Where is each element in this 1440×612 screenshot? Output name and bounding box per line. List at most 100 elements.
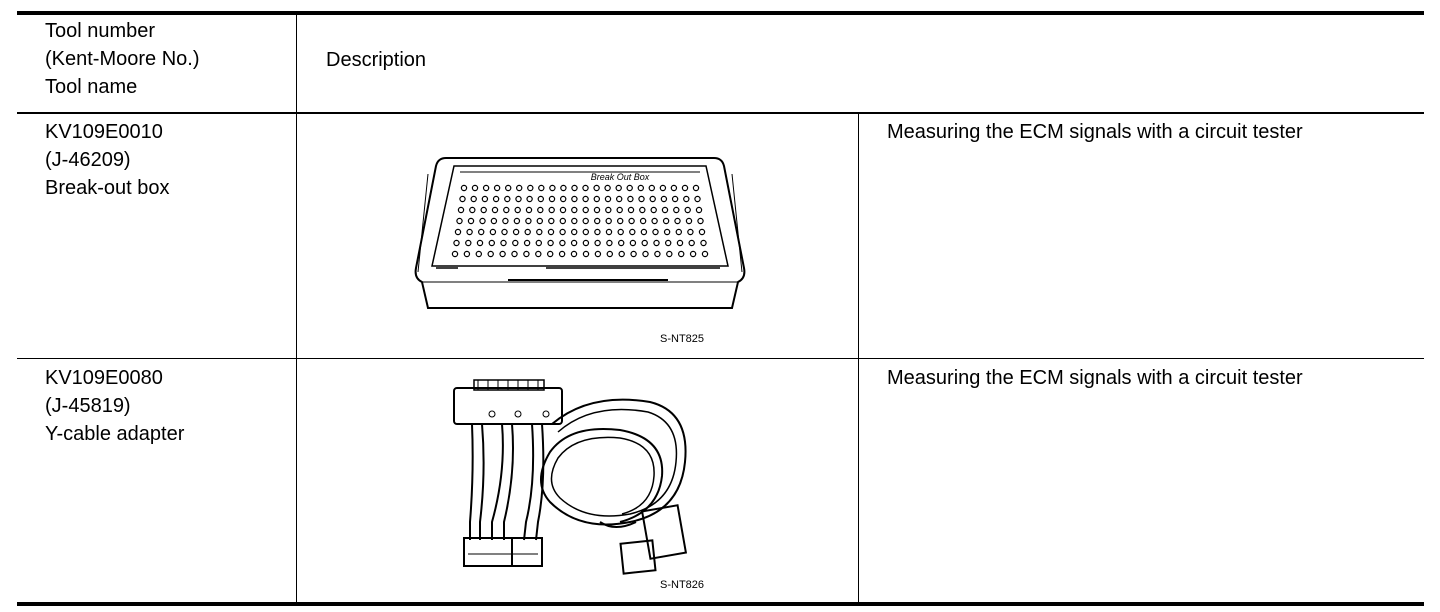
pin-hole xyxy=(570,239,578,247)
pin-hole xyxy=(666,250,673,258)
header-tool-name: Tool name xyxy=(45,76,138,98)
pin-hole xyxy=(559,228,566,236)
row1-figure-code: S-NT825 xyxy=(660,333,705,345)
pin-hole xyxy=(515,195,522,203)
pin-hole xyxy=(604,184,611,192)
pin-hole xyxy=(654,250,661,258)
header-tool-number: Tool number xyxy=(45,20,156,42)
pin-hole xyxy=(582,206,589,214)
pin-hole xyxy=(673,206,680,214)
row2-kent-moore: (J-45819) xyxy=(45,395,131,417)
table-top-border xyxy=(17,11,1424,15)
pin-hole xyxy=(512,239,519,247)
row2-description: Measuring the ECM signals with a circuit… xyxy=(887,367,1303,389)
pin-hole xyxy=(582,195,589,203)
pin-hole xyxy=(617,228,624,236)
pin-hole xyxy=(488,239,496,247)
pin-hole xyxy=(453,239,460,247)
pin-hole xyxy=(627,195,634,203)
pin-hole xyxy=(535,250,542,258)
pin-hole xyxy=(481,195,489,203)
pin-hole xyxy=(650,206,657,214)
pin-hole xyxy=(493,184,501,192)
pin-hole xyxy=(513,217,521,225)
pin-hole xyxy=(477,228,485,236)
pin-hole xyxy=(525,217,532,225)
pin-hole xyxy=(459,195,466,203)
pin-hole xyxy=(629,228,636,236)
pin-hole xyxy=(649,195,656,203)
pin-hole xyxy=(537,206,544,214)
pin-hole xyxy=(487,250,494,258)
pin-hole xyxy=(546,250,554,258)
pin-hole xyxy=(475,250,483,258)
pin-hole xyxy=(692,184,700,192)
pin-hole xyxy=(685,217,693,225)
pin-hole xyxy=(626,184,633,192)
pin-hole xyxy=(570,250,578,258)
pin-hole xyxy=(695,206,703,214)
pin-hole xyxy=(525,206,533,214)
pin-hole xyxy=(582,228,589,236)
pin-hole xyxy=(681,184,689,192)
column-divider-tool xyxy=(296,13,297,603)
pin-hole xyxy=(511,250,518,258)
row-divider xyxy=(17,358,1424,359)
pin-hole xyxy=(492,195,500,203)
pin-hole xyxy=(676,239,684,247)
pin-hole xyxy=(466,228,473,236)
pin-hole xyxy=(504,184,512,192)
pin-hole xyxy=(463,250,471,258)
pin-hole xyxy=(482,184,490,192)
row1-kent-moore: (J-46209) xyxy=(45,149,131,171)
pin-hole xyxy=(637,184,644,192)
pin-hole xyxy=(571,184,578,192)
pin-hole xyxy=(674,217,681,225)
pin-hole xyxy=(535,239,543,247)
pin-hole xyxy=(489,228,497,236)
pin-hole xyxy=(536,228,543,236)
pin-hole xyxy=(524,228,531,236)
pin-hole xyxy=(605,217,612,225)
pin-hole xyxy=(660,195,668,203)
break-out-box-label: Break Out Box xyxy=(591,172,650,182)
pin-hole xyxy=(454,228,462,236)
pin-hole xyxy=(514,206,521,214)
pin-hole xyxy=(547,228,555,236)
pin-hole xyxy=(582,239,590,247)
row2-tool-number: KV109E0080 xyxy=(45,367,163,389)
pin-hole xyxy=(548,195,556,203)
pin-hole xyxy=(615,184,622,192)
row2-tool-cell: KV109E0080 (J-45819) Y-cable adapter xyxy=(45,364,184,448)
row1-tool-number: KV109E0010 xyxy=(45,121,163,143)
pin-hole xyxy=(662,217,670,225)
pin-hole xyxy=(593,206,601,214)
pin-hole xyxy=(490,217,498,225)
pin-hole xyxy=(491,206,499,214)
pin-hole xyxy=(456,217,463,225)
pin-hole xyxy=(652,228,659,236)
pin-hole xyxy=(684,206,691,214)
pin-hole xyxy=(523,250,530,258)
pin-hole xyxy=(639,217,647,225)
pin-hole xyxy=(547,239,554,247)
pin-hole xyxy=(560,184,567,192)
pin-hole xyxy=(501,228,508,236)
pin-hole xyxy=(451,250,459,258)
pin-hole xyxy=(465,239,472,247)
pin-hole xyxy=(469,206,476,214)
pin-hole xyxy=(663,228,671,236)
pin-hole xyxy=(698,228,706,236)
pin-hole xyxy=(538,184,545,192)
pin-hole xyxy=(627,206,635,214)
pin-hole xyxy=(559,239,566,247)
pin-hole xyxy=(582,250,590,258)
pin-hole xyxy=(515,184,523,192)
pin-hole xyxy=(694,195,701,203)
pin-hole xyxy=(582,217,589,225)
pin-hole xyxy=(571,206,578,214)
pin-hole xyxy=(548,217,555,225)
pin-hole xyxy=(606,239,613,247)
header-divider xyxy=(17,112,1424,114)
pin-hole xyxy=(593,195,600,203)
